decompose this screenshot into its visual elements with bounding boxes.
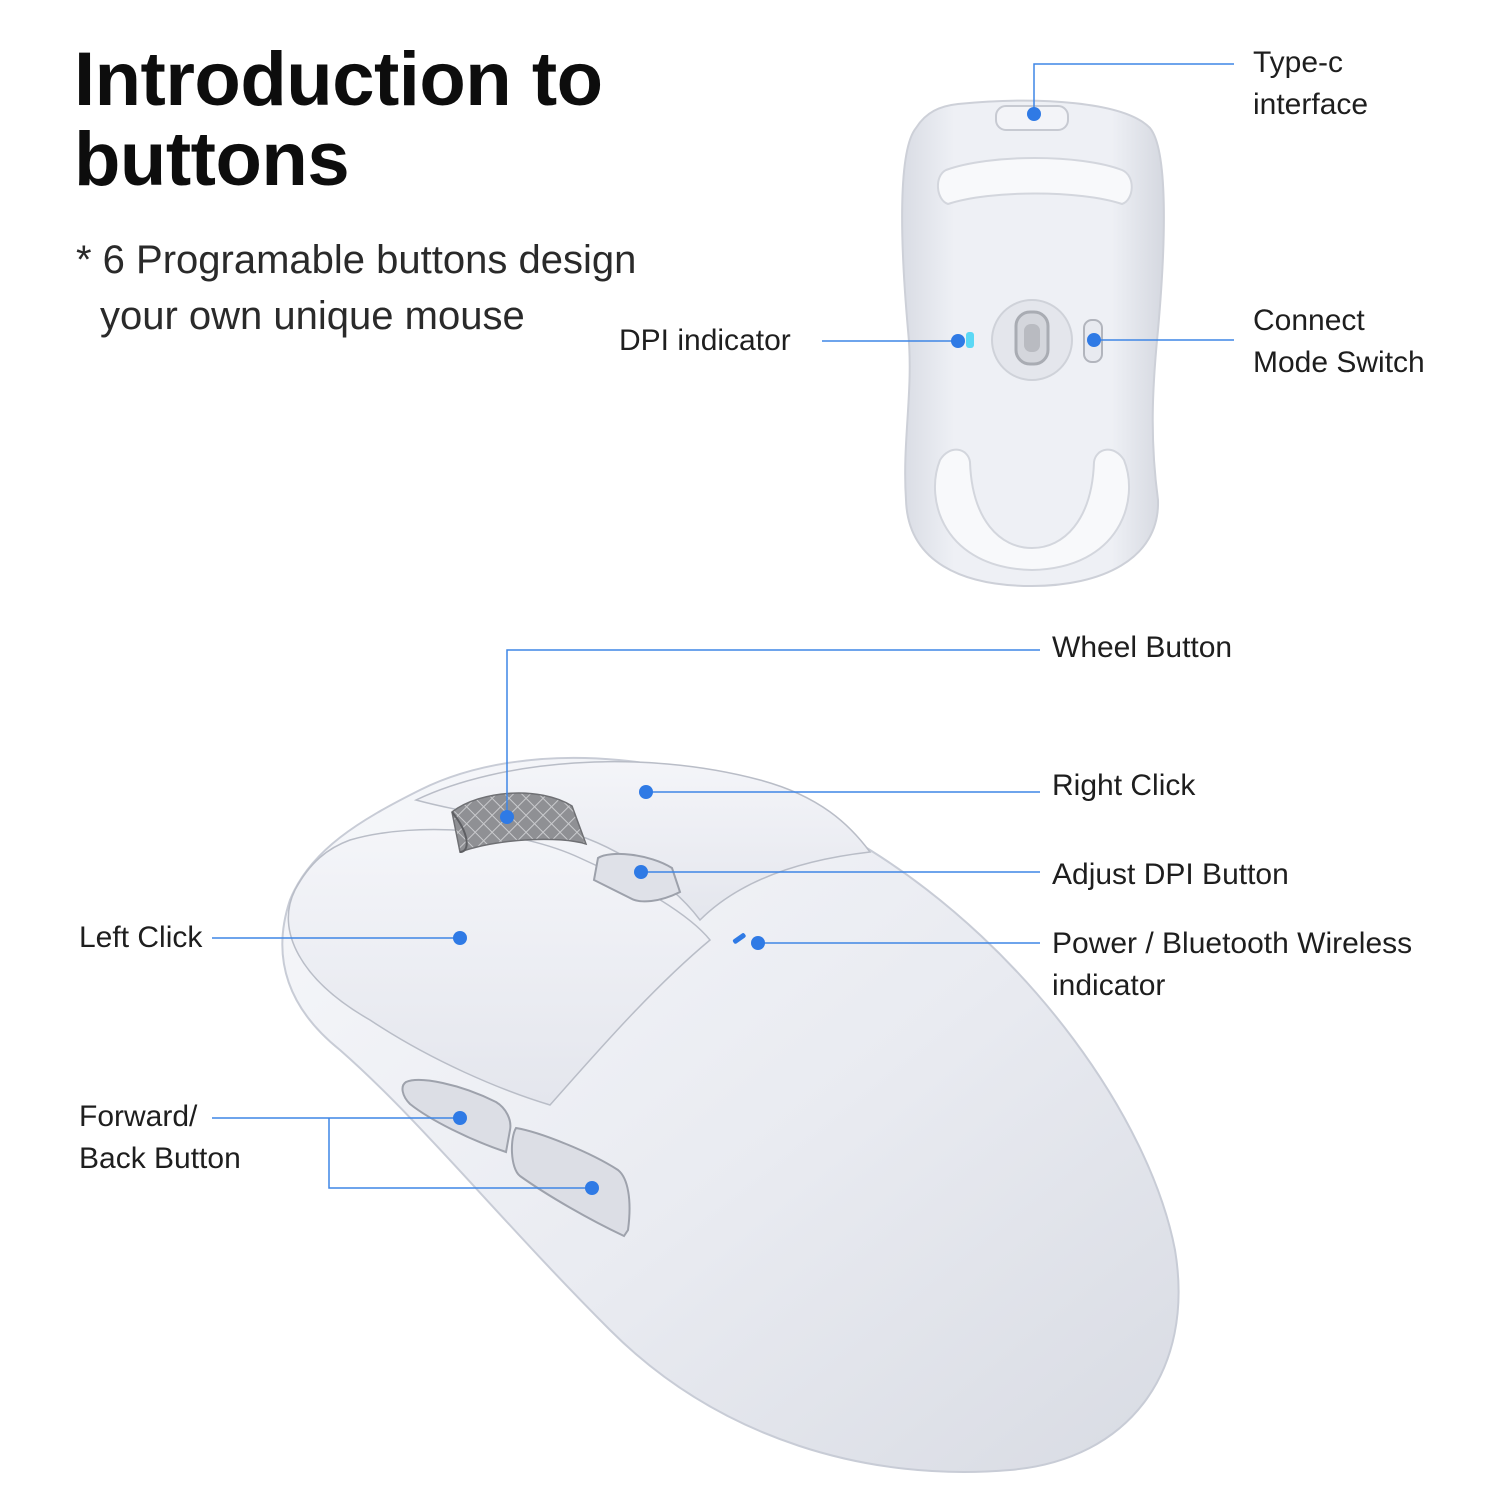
leader-lines (212, 63, 1234, 1189)
label-connect-mode-line-1: Connect (1253, 304, 1365, 337)
bottom-skate (933, 448, 1131, 572)
label-left-click: Left Click (79, 921, 203, 954)
marker-power (751, 936, 765, 950)
label-forward-back: Forward/ Back Button (79, 1096, 241, 1180)
subtitle-line-2: your own unique mouse (100, 294, 525, 338)
power-led (732, 933, 746, 944)
mouse-bottom-view (901, 99, 1165, 588)
marker-adjust-dpi (634, 865, 648, 879)
label-adjust-dpi: Adjust DPI Button (1052, 858, 1289, 891)
left-click-shell[interactable] (287, 828, 712, 1106)
title-line-2: buttons (74, 117, 350, 202)
marker-left-click (453, 931, 467, 945)
dpi-led (966, 332, 974, 348)
label-wheel-button: Wheel Button (1052, 631, 1233, 664)
marker-dpi-indicator (951, 334, 965, 348)
back-button[interactable] (510, 1126, 631, 1238)
label-power-line-1: Power / Bluetooth Wireless (1052, 927, 1413, 960)
marker-forward (453, 1111, 467, 1125)
page-title: Introduction to buttons (74, 40, 603, 200)
subtitle-line-1: * 6 Programable buttons design (76, 238, 637, 282)
marker-connect-mode (1087, 333, 1101, 347)
scroll-wheel[interactable] (451, 792, 588, 853)
marker-wheel (500, 810, 514, 824)
label-type-c-line-1: Type-c (1253, 46, 1344, 79)
marker-back (585, 1181, 599, 1195)
label-type-c-line-2: interface (1253, 88, 1369, 121)
label-connect-mode: Connect Mode Switch (1253, 300, 1425, 384)
label-forward-back-line-1: Forward/ (79, 1100, 198, 1133)
label-power-line-2: indicator (1052, 969, 1166, 1002)
marker-type-c (1027, 107, 1041, 121)
page-subtitle: * 6 Programable buttons design your own … (76, 232, 636, 344)
label-power-indicator: Power / Bluetooth Wireless indicator (1052, 923, 1412, 1007)
label-dpi-indicator: DPI indicator (619, 324, 791, 357)
top-skate (937, 157, 1133, 206)
mouse-top-view (281, 756, 1180, 1473)
title-line-1: Introduction to (74, 37, 603, 122)
label-type-c: Type-c interface (1253, 42, 1368, 126)
label-connect-mode-line-2: Mode Switch (1253, 346, 1425, 379)
marker-dots (453, 107, 1101, 1195)
label-forward-back-line-2: Back Button (79, 1142, 241, 1175)
label-right-click: Right Click (1052, 769, 1196, 802)
marker-right-click (639, 785, 653, 799)
